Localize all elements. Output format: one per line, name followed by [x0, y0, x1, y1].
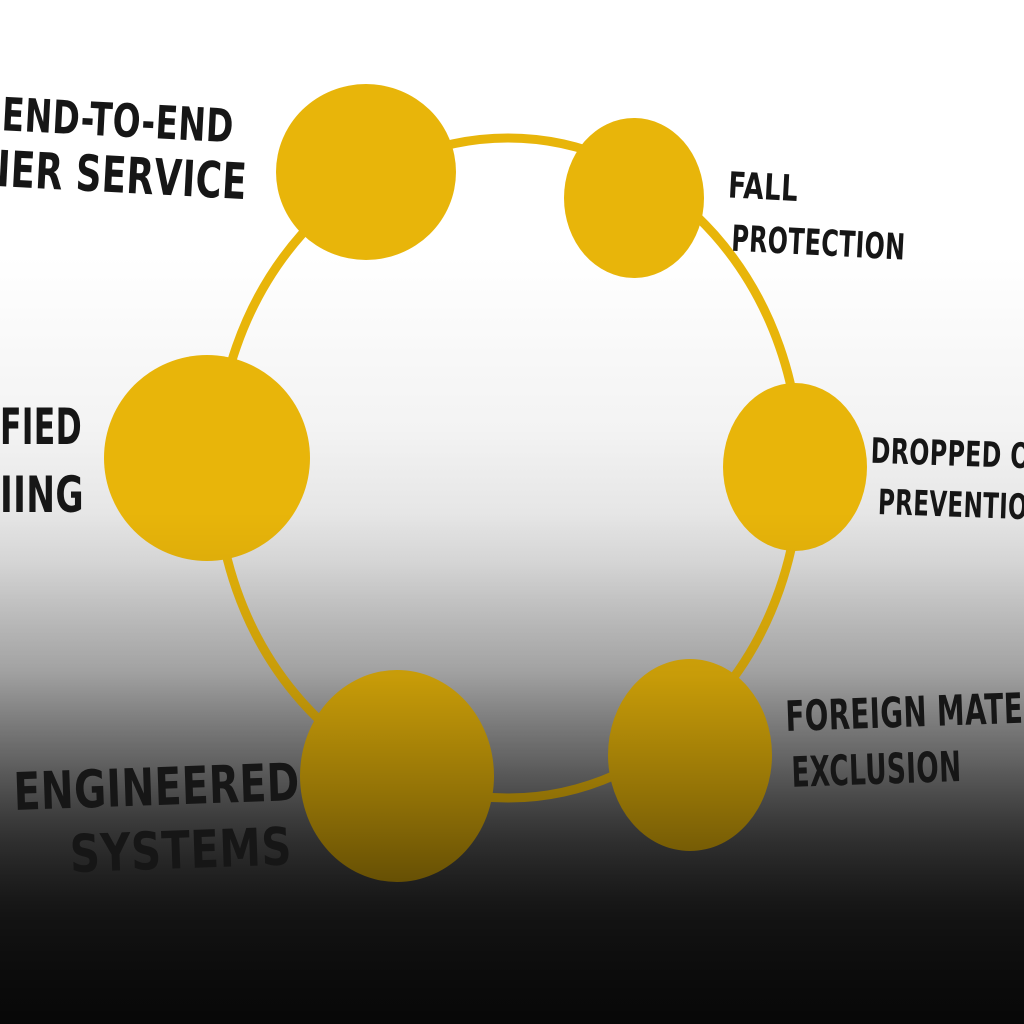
- label-fall-protection-line2: PROTECTION: [730, 219, 906, 269]
- label-foreign-material-line2: EXCLUSION: [791, 742, 963, 797]
- label-engineered-systems-line1: ENGINEERED: [13, 753, 301, 823]
- node-labels: END-TO-END IER SERVICE FALL PROTECTION D…: [0, 87, 1024, 885]
- label-foreign-material-line1: FOREIGN MATERI: [785, 683, 1024, 741]
- label-customer-service-line1: END-TO-END: [1, 87, 236, 153]
- label-certified-training-line1: FIED: [0, 398, 82, 456]
- label-customer-service-line2: IER SERVICE: [0, 140, 248, 211]
- label-engineered-systems-line2: SYSTEMS: [69, 817, 293, 885]
- label-fall-protection-line1: FALL: [727, 165, 799, 210]
- label-certified-training-line2: IING: [0, 466, 84, 524]
- label-dropped-object-line1: DROPPED O: [870, 432, 1024, 478]
- label-dropped-object-line2: PREVENTIO: [877, 483, 1024, 528]
